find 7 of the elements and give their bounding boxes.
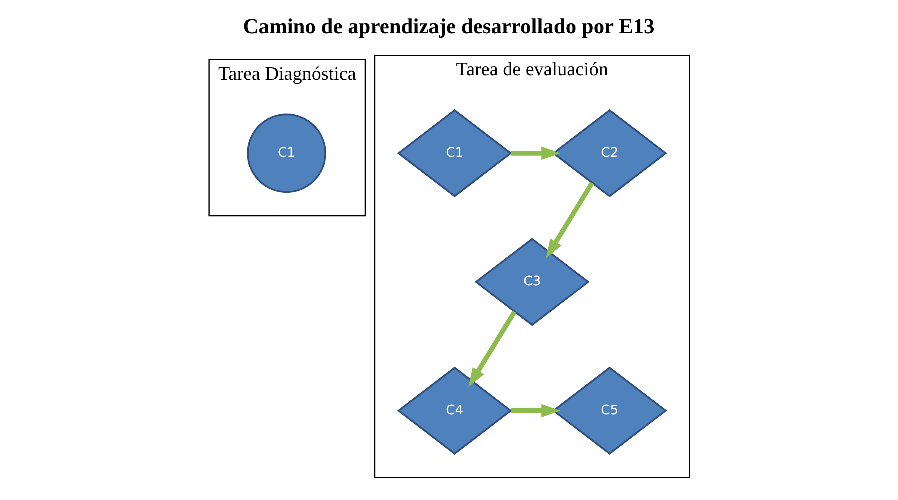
arrow [510, 404, 560, 418]
arrow [510, 146, 560, 160]
arrow [546, 182, 594, 259]
arrow [468, 310, 516, 388]
diagram-title: Camino de aprendizaje desarrollado por E13 [242, 14, 654, 39]
node-circle: C1 [246, 114, 326, 194]
node-diamond: C1 [396, 109, 512, 198]
